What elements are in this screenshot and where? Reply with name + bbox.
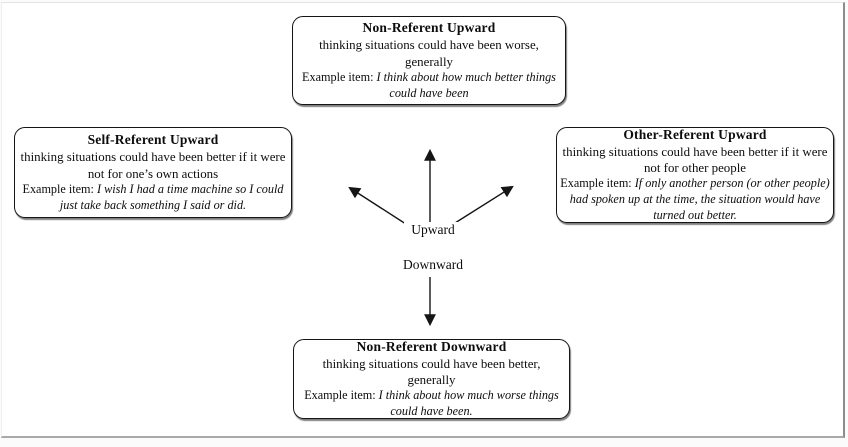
example-label: Example item: xyxy=(22,181,97,196)
box-non-referent-upward: Non-Referent Upward thinking situations … xyxy=(292,16,566,105)
box-description: thinking situations could have been bett… xyxy=(20,150,286,181)
box-self-referent-upward: Self-Referent Upward thinking situations… xyxy=(14,127,292,218)
box-title: Self-Referent Upward xyxy=(87,132,219,148)
example-text: I think about how much better things cou… xyxy=(376,69,556,100)
upward-right-arrow xyxy=(454,185,514,224)
box-example: Example item: If only another person (or… xyxy=(560,176,830,224)
example-text: I think about how much worse things coul… xyxy=(378,388,559,419)
upward-left-arrow xyxy=(348,186,410,227)
box-description: thinking situations could have been bett… xyxy=(322,356,541,388)
box-example: Example item: I wish I had a time machin… xyxy=(18,182,288,214)
example-label: Example item: xyxy=(560,176,635,191)
box-description: thinking situations could have been wors… xyxy=(319,38,539,69)
example-label: Example item: xyxy=(304,388,379,403)
box-example: Example item: I think about how much wor… xyxy=(297,388,566,420)
downward-label: Downward xyxy=(391,257,475,273)
box-title: Non-Referent Downward xyxy=(356,338,507,354)
box-non-referent-downward: Non-Referent Downward thinking situation… xyxy=(293,339,570,419)
box-description: thinking situations could have been bett… xyxy=(562,144,828,176)
box-title: Non-Referent Upward xyxy=(362,20,496,36)
box-example: Example item: I think about how much bet… xyxy=(296,70,562,102)
box-other-referent-upward: Other-Referent Upward thinking situation… xyxy=(556,127,834,223)
example-label: Example item: xyxy=(302,69,377,84)
box-title: Other-Referent Upward xyxy=(623,127,767,143)
upward-label: Upward xyxy=(404,222,462,238)
